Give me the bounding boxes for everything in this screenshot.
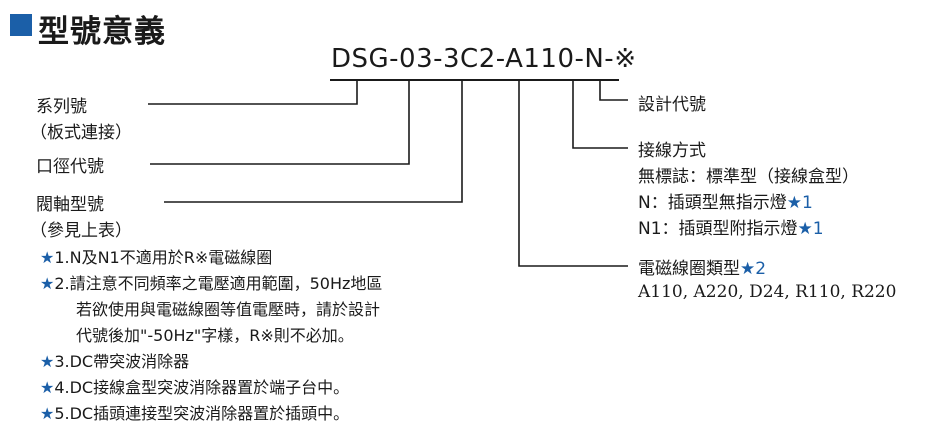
note-4: ★4.DC接線盒型突波消除器置於端子台中。	[40, 378, 350, 397]
model-code: DSG-03-3C2-A110-N-※	[331, 44, 637, 74]
note-2-cont-1: 若欲使用與電磁線圈等值電壓時，請於設計	[76, 300, 381, 319]
star-icon: ★	[40, 352, 55, 371]
star-icon: ★1	[786, 193, 813, 213]
label-series-sub: （板式連接）	[30, 123, 132, 143]
connector-spool	[164, 80, 463, 203]
connector-series	[148, 80, 358, 105]
note-1: ★1.N及N1不適用於R※電磁線圈	[40, 248, 273, 267]
label-spool: 閥軸型號	[36, 195, 104, 215]
note-2: ★2.請注意不同頻率之電壓適用範圍，50Hz地區	[40, 274, 383, 293]
title-square-icon	[10, 14, 32, 36]
label-wiring: 接線方式	[638, 141, 706, 161]
label-wiring-opt1: 無標誌：標準型（接線盒型）	[638, 167, 859, 187]
note-5: ★5.DC插頭連接型突波消除器置於插頭中。	[40, 404, 350, 423]
star-icon: ★	[40, 248, 55, 267]
model-code-underline	[330, 79, 619, 81]
label-coil-values: A110, A220, D24, R110, R220	[638, 282, 897, 302]
connector-design	[599, 80, 628, 101]
label-coil: 電磁線圈類型★2	[638, 259, 767, 279]
connector-wiring	[572, 80, 628, 149]
connector-port	[150, 80, 410, 165]
label-series: 系列號	[36, 97, 87, 117]
star-icon: ★1	[797, 219, 824, 239]
page-title: 型號意義	[38, 14, 166, 50]
note-2-cont-2: 代號後加"-50Hz"字樣，R※則不必加。	[76, 326, 354, 345]
label-spool-sub: （參見上表）	[30, 221, 132, 241]
star-icon: ★	[40, 404, 55, 423]
label-wiring-opt3: N1：插頭型附指示燈★1	[638, 219, 824, 239]
star-icon: ★2	[740, 259, 767, 279]
star-icon: ★	[40, 378, 55, 397]
label-wiring-opt2: N：插頭型無指示燈★1	[638, 193, 813, 213]
label-port: 口徑代號	[36, 157, 104, 177]
connector-coil	[518, 80, 628, 267]
label-design: 設計代號	[638, 95, 706, 115]
star-icon: ★	[40, 274, 55, 293]
note-3: ★3.DC帶突波消除器	[40, 352, 190, 371]
